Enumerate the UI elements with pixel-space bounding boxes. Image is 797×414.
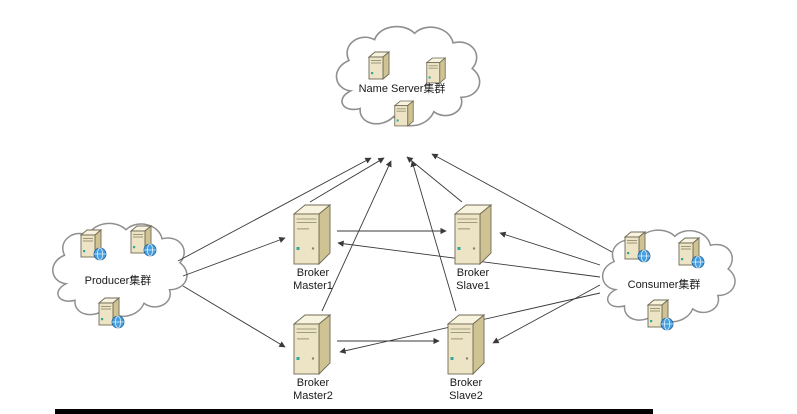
edge-consumer_cluster-to-broker_slave2 [492,284,601,344]
name-server-icon [368,51,390,80]
diagram-nodes: Name Server集群 Producer集群 Consumer集群 Brok… [81,51,704,402]
broker-master1-label-line1: Broker [297,267,330,279]
broker-master2-label-line2: Master2 [293,390,333,402]
edge-producer_cluster-to-broker_master2 [182,285,286,348]
broker-master2-icon [293,314,331,375]
broker-master2-label-line1: Broker [297,377,330,389]
edge-consumer_cluster-to-name_server_cluster [431,153,613,253]
edge-broker_master1-to-name_server_cluster [309,157,385,203]
broker-slave2-icon [447,314,485,375]
broker-master1-icon [293,204,331,265]
edge-producer_cluster-to-broker_master1 [182,237,286,277]
bottom-bar [55,409,653,414]
broker-slave1-icon [454,204,492,265]
consumer-cluster-label: Consumer集群 [628,277,701,291]
cloud-shapes [51,25,737,323]
edge-broker_slave2-to-name_server_cluster [410,160,457,312]
consumer-cloud [601,229,737,323]
broker-slave2-label-line2: Slave2 [449,390,483,402]
edge-broker_master2-to-name_server_cluster [321,160,392,312]
producer-cluster-label: Producer集群 [85,273,152,287]
name-server-cluster-label: Name Server集群 [359,81,446,95]
name-server-icon [426,57,446,84]
edge-producer_cluster-to-name_server_cluster [177,157,372,262]
producer-cloud [51,222,188,318]
edge-consumer_cluster-to-broker_slave1 [499,231,601,266]
connector-arrows [177,153,613,354]
broker-slave1-label-line2: Slave1 [456,280,490,292]
name-server-icon [394,100,414,127]
broker-master1-label-line2: Master1 [293,280,333,292]
broker-slave1-label-line1: Broker [457,267,490,279]
broker-slave2-label-line1: Broker [450,377,483,389]
edge-broker_slave1-to-name_server_cluster [406,156,463,203]
